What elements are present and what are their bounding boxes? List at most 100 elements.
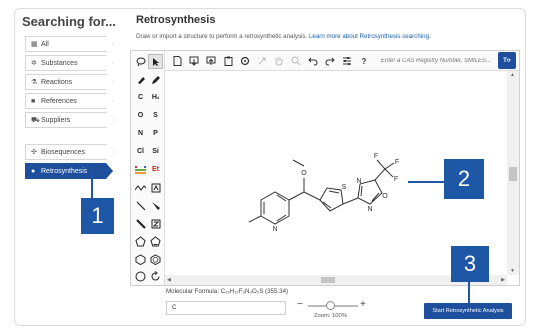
benzene-ring-icon[interactable] [148,252,163,267]
horizontal-scroll-thumb[interactable] [321,277,335,283]
sidebar-item-reactions[interactable]: ⚗ Reactions [25,74,113,90]
dna-icon: ✣ [31,149,37,156]
export-icon[interactable] [205,55,217,67]
atom-tool-o[interactable]: O [137,112,144,119]
vertical-scroll-thumb[interactable] [509,167,517,181]
learn-more-link[interactable]: Learn more about Retrosynthesis searchin… [308,33,431,40]
zoom-tool-icon[interactable] [290,55,302,67]
scroll-down-icon[interactable]: ▼ [510,268,515,274]
molecular-formula: Molecular Formula: C₁₅H₁₂F₃N₃O₂S (355.34… [166,288,288,295]
hand-icon[interactable] [273,55,285,67]
pin-icon[interactable] [256,55,268,67]
bold-bond-icon[interactable] [133,216,148,231]
import-icon[interactable] [188,55,200,67]
atom-label-nitrogen-oxadiazole-2: N [367,206,372,213]
hexagon-ring-icon[interactable] [133,252,148,267]
template-icon[interactable] [148,180,163,195]
search-icon: ⟳ [506,57,511,64]
sidebar-item-references[interactable]: ■ References [25,93,113,109]
pencil-icon[interactable] [148,72,163,87]
ts-label: T [503,57,507,64]
atom-labels: O S N O N N F F F [272,153,399,233]
zoom-slider-handle[interactable] [326,301,335,310]
pentagon-ring-icon[interactable] [133,234,148,249]
atom-label-fluorine-1: F [374,153,378,160]
rotate-icon[interactable] [148,269,163,284]
sidebar-item-label: Biosequences [41,148,85,156]
single-bond-icon[interactable] [133,198,148,213]
horizontal-scrollbar[interactable]: ◀ ▶ [165,275,507,285]
atom-tool-s[interactable]: S [153,112,158,119]
scroll-up-icon[interactable]: ▲ [510,72,515,78]
callout-1-line [91,170,93,200]
atom-h-subscript: 4 [156,95,160,100]
chain-icon[interactable] [133,180,148,195]
sidebar-item-substances[interactable]: ✲ Substances [25,55,113,71]
new-document-icon[interactable] [171,55,183,67]
grid-icon: ▦ [31,41,38,48]
clipboard-icon[interactable] [222,55,234,67]
atom-tool-n[interactable]: N [137,130,144,137]
cas-smiles-input[interactable] [381,54,493,68]
circle-ring-icon[interactable] [133,269,148,284]
lasso-icon[interactable] [133,54,148,69]
zoom-out-button[interactable]: − [297,299,303,310]
drawing-canvas[interactable]: O S N O N N F F F [165,71,507,275]
atom-tool-p[interactable]: P [153,130,158,137]
periodic-table-icon[interactable] [133,162,148,177]
redo-icon[interactable] [324,55,336,67]
element-input[interactable]: C [166,301,286,315]
subtitle-text: Draw or import a structure to perform a … [136,33,308,40]
atom-h-label: H [151,94,157,101]
clean-structure-icon[interactable] [239,55,251,67]
select-arrow-icon[interactable] [148,54,163,69]
atom-label-nitrogen-oxadiazole: N [356,178,361,185]
sidebar-item-label: References [41,97,77,105]
document-icon: ■ [31,97,36,105]
scroll-left-icon[interactable]: ◀ [167,277,171,283]
sidebar-item-retrosynthesis[interactable]: ● Retrosynthesis [25,163,113,179]
sidebar-item-all[interactable]: ▦ All [25,36,113,52]
structure-search-button[interactable]: T⟳ [498,52,516,69]
molecule-structure [248,159,395,225]
undo-icon[interactable] [307,55,319,67]
charge-icon[interactable] [148,216,163,231]
zoom-in-button[interactable]: + [360,299,366,310]
flask-icon: ⚗ [31,79,38,86]
sidebar-item-label: All [41,40,49,48]
start-retrosynthetic-analysis-button[interactable]: Start Retrosynthetic Analysis [424,303,512,319]
atom-tool-si[interactable]: Si [152,148,159,155]
help-icon[interactable]: ? [361,56,367,66]
atom-label-oxygen-oxadiazole: O [382,193,388,200]
sidebar-title: Searching for... [22,14,116,29]
atom-icon: ✲ [31,60,37,67]
cyclopentene-ring-icon[interactable] [148,234,163,249]
sidebar-item-label: Suppliers [41,116,71,124]
callout-2: 2 [444,159,484,199]
atom-label-nitrogen-pyridine: N [272,226,277,233]
page-title: Retrosynthesis [136,14,216,26]
retro-icon: ● [31,167,36,175]
eraser-icon[interactable] [133,72,148,87]
scroll-right-icon[interactable]: ▶ [501,277,505,283]
atom-tool-et[interactable]: Et [152,166,159,173]
vertical-scrollbar[interactable]: ▲ ▼ [507,71,519,275]
formula-value: C₁₅H₁₂F₃N₃O₂S (355.34) [220,288,289,295]
page-subtitle: Draw or import a structure to perform a … [136,33,431,40]
settings-sliders-icon[interactable] [341,55,353,67]
atom-tool-cl[interactable]: Cl [137,148,144,155]
atom-label-oxygen-methoxy: O [301,170,307,177]
cart-icon: ⛟ [31,116,40,124]
callout-3: 3 [451,246,489,282]
sidebar-item-biosequences[interactable]: ✣ Biosequences [25,144,113,160]
formula-label: Molecular Formula: [166,288,221,295]
sidebar-item-suppliers[interactable]: ⛟ Suppliers [25,112,113,128]
atom-tool-c[interactable]: C [137,94,144,101]
wedge-bond-icon[interactable] [148,198,163,213]
callout-1: 1 [81,198,114,234]
editor-toolbar: ? T⟳ [165,51,519,71]
sidebar-item-label: Retrosynthesis [41,167,88,175]
